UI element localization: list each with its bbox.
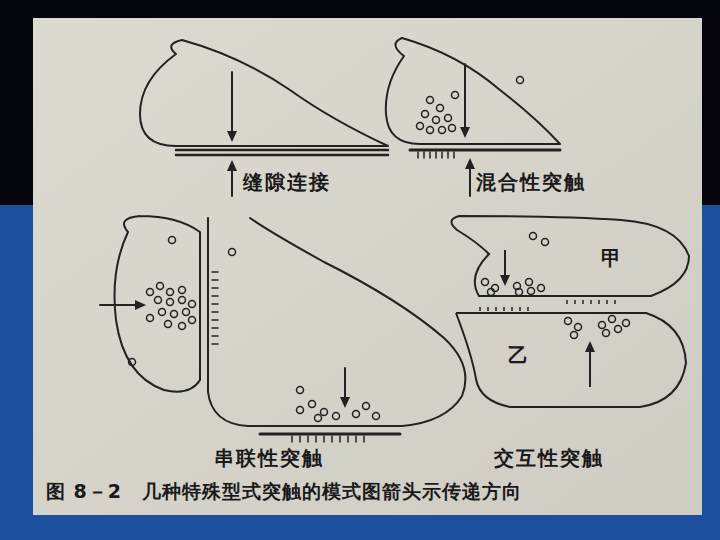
- arrow: [100, 304, 140, 306]
- vesicle: [542, 239, 549, 246]
- receptors: [212, 272, 218, 344]
- arrow: [464, 64, 466, 132]
- vesicle: [492, 285, 499, 292]
- arrow: [344, 368, 346, 402]
- synapse-type-label: 串联性突触: [214, 446, 324, 470]
- arrowhead: [227, 131, 237, 142]
- vesicles: [129, 77, 524, 422]
- vesicle: [615, 326, 622, 333]
- vesicle: [603, 330, 610, 337]
- vesicle: [571, 332, 578, 339]
- terminal-shape: [450, 305, 690, 413]
- axon-terminal: 甲: [445, 212, 695, 304]
- figure-caption: 图 8－2 几种特殊型式突触的模式图箭头示传递方向: [46, 480, 522, 503]
- presynaptic-terminal: [386, 38, 560, 144]
- terminal-shape: [445, 212, 695, 304]
- presynaptic-terminal: [140, 40, 388, 146]
- intermediate-terminal: [208, 218, 465, 426]
- receptors: [567, 300, 615, 304]
- arrowhead: [340, 397, 350, 408]
- vesicle: [623, 320, 630, 327]
- arrowhead: [135, 300, 146, 310]
- arrowheads: [135, 127, 475, 408]
- scanned-page: [33, 18, 702, 515]
- vesicle: [575, 324, 582, 331]
- axon-terminal: 乙: [450, 305, 690, 413]
- synapse-type-label: 缝隙连接: [243, 170, 331, 194]
- vesicle: [609, 316, 616, 323]
- postsynaptic-membrane: [410, 149, 560, 152]
- vesicle: [538, 285, 545, 292]
- postsynaptic-membrane: [260, 433, 400, 436]
- arrow: [231, 72, 233, 136]
- synapse-drawings: [100, 38, 560, 442]
- receptors: [292, 436, 364, 442]
- synapse-type-label: 混合性突触: [476, 170, 586, 194]
- receptors: [480, 307, 528, 311]
- arrowhead: [460, 127, 470, 138]
- vesicle: [599, 322, 606, 329]
- vesicle: [526, 279, 533, 286]
- vesicle: [530, 233, 537, 240]
- terminal-outline: [451, 216, 689, 296]
- terminal-outline: [456, 313, 686, 407]
- terminal-label: 乙: [508, 343, 528, 367]
- presynaptic-terminal: [115, 216, 201, 392]
- arrow: [589, 347, 591, 387]
- vesicle: [528, 288, 535, 295]
- synapse-type-label: 交互性突触: [494, 446, 604, 470]
- gap-junction-membrane: [176, 150, 388, 155]
- vesicle: [565, 318, 572, 325]
- vesicle: [488, 289, 495, 296]
- arrowhead: [500, 275, 510, 286]
- arrowhead: [585, 341, 595, 352]
- arrowhead: [465, 158, 475, 169]
- vesicle: [482, 279, 489, 286]
- terminal-label: 甲: [601, 246, 621, 270]
- vesicle: [516, 289, 523, 296]
- receptors: [418, 152, 454, 158]
- arrowhead: [227, 160, 237, 171]
